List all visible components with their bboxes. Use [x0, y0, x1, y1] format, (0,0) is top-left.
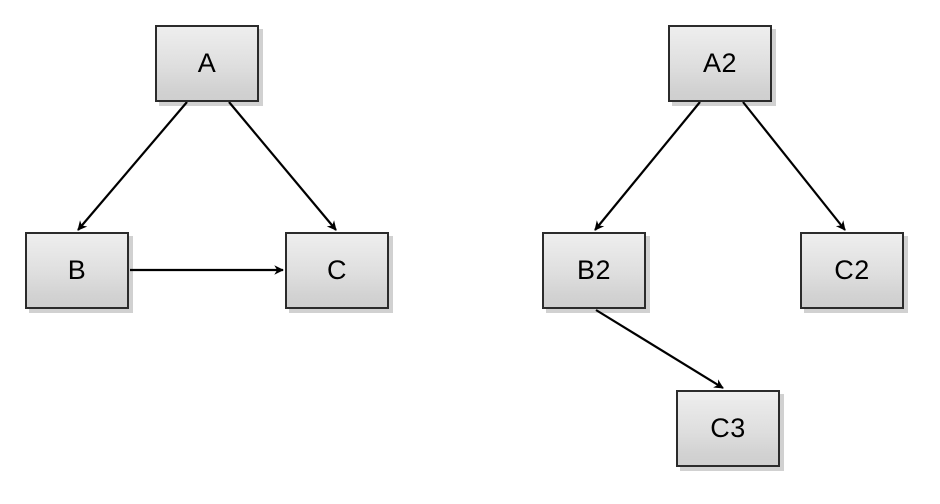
- node-a2[interactable]: A2: [668, 25, 772, 102]
- node-label: C2: [834, 255, 870, 285]
- node-label: C: [327, 255, 347, 285]
- edge-b2-c3: [595, 309, 724, 389]
- node-c3[interactable]: C3: [676, 390, 780, 467]
- edge-a-c: [228, 101, 337, 231]
- node-c2[interactable]: C2: [800, 232, 904, 309]
- node-b2[interactable]: B2: [542, 232, 646, 309]
- edge-group: [77, 101, 846, 389]
- node-label: B2: [576, 255, 612, 285]
- node-a[interactable]: A: [155, 25, 259, 102]
- edge-a2-b2: [594, 101, 701, 231]
- node-label: B: [67, 255, 87, 285]
- edge-a2-c2: [742, 101, 846, 231]
- node-label: C3: [710, 413, 746, 443]
- edge-a-b: [77, 101, 188, 231]
- node-label: A2: [702, 48, 738, 78]
- node-c[interactable]: C: [285, 232, 389, 309]
- node-b[interactable]: B: [25, 232, 129, 309]
- node-label: A: [197, 48, 217, 78]
